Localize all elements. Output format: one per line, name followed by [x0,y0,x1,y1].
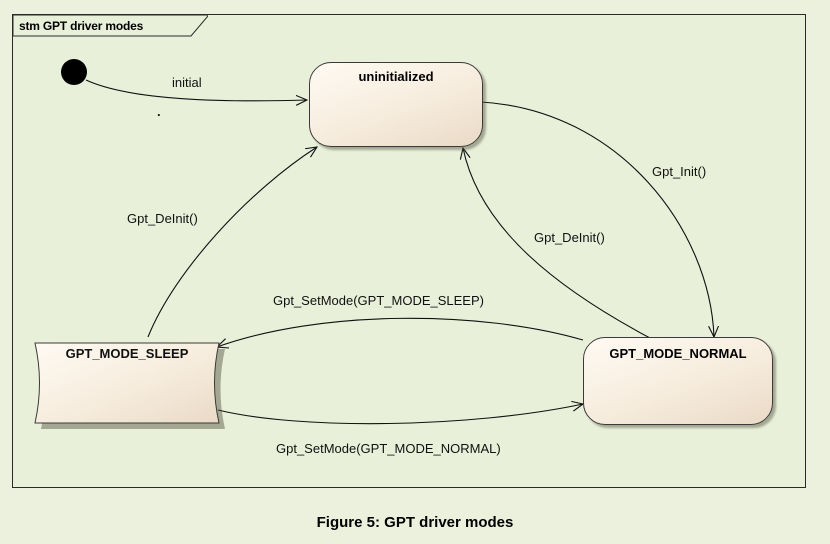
transition-deinit-sleep [147,147,317,338]
label-deinit-sleep: Gpt_DeInit() [127,211,198,226]
transition-initial [85,79,307,101]
state-sleep-shape [34,342,225,429]
state-normal: GPT_MODE_NORMAL [583,337,773,425]
figure-caption: Figure 5: GPT driver modes [316,514,514,531]
frame-tab [13,15,208,37]
label-set-normal: Gpt_SetMode(GPT_MODE_NORMAL) [276,441,501,456]
transition-deinit-normal [463,148,651,339]
label-set-sleep: Gpt_SetMode(GPT_MODE_SLEEP) [273,293,484,308]
label-initial-dot: . [157,104,161,119]
state-uninitialized-label: uninitialized [358,69,434,84]
transition-init [480,101,714,337]
transition-set-sleep [217,317,584,347]
transition-set-normal [217,404,583,425]
frame-title: stm GPT driver modes [19,19,144,33]
initial-node [61,59,87,85]
state-normal-label: GPT_MODE_NORMAL [609,346,747,361]
label-deinit-normal: Gpt_DeInit() [534,230,605,245]
state-sleep-label: GPT_MODE_SLEEP [65,346,189,361]
label-init: Gpt_Init() [652,164,707,179]
label-initial: initial [172,75,202,90]
state-uninitialized: uninitialized [309,62,483,147]
